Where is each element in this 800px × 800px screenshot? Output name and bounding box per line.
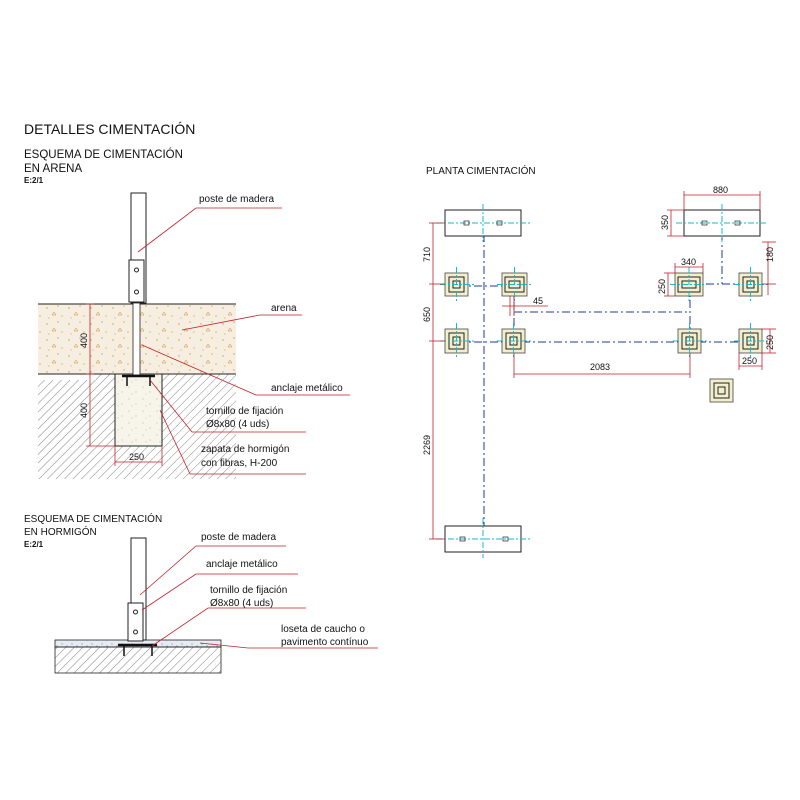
bolt-hole-icon bbox=[134, 267, 139, 273]
detail-concrete: ESQUEMA DE CIMENTACIÓN EN HORMIGÓN E:2/1… bbox=[24, 512, 378, 674]
bolt-hole-icon bbox=[133, 609, 138, 615]
footing-square bbox=[673, 323, 707, 359]
dim-250-right: 250 bbox=[765, 335, 775, 350]
label-footing-line2: con fibras, H-200 bbox=[201, 458, 278, 469]
plan-title: PLANTA CIMENTACIÓN bbox=[426, 164, 536, 177]
footing-square bbox=[497, 267, 532, 302]
label-screw-line2: Ø8x80 (4 uds) bbox=[206, 419, 269, 430]
label-screw-line1: tornillo de fijación bbox=[206, 406, 283, 417]
anchor-plate bbox=[128, 259, 145, 303]
dim-2083: 2083 bbox=[590, 362, 610, 372]
label-screw-concrete-line1: tornillo de fijación bbox=[210, 585, 287, 596]
detail-sand: ESQUEMA DE CIMENTACIÓN EN ARENA E:2/1 40… bbox=[24, 148, 350, 479]
label-tile-line2: pavimento contínuo bbox=[281, 637, 369, 648]
footing-square bbox=[440, 267, 474, 302]
detail-concrete-title-line2: EN HORMIGÓN bbox=[24, 525, 97, 538]
dim-180: 180 bbox=[765, 247, 775, 262]
footing-square bbox=[670, 267, 708, 302]
detail-concrete-scale: E:2/1 bbox=[24, 540, 44, 549]
dim-250-left: 250 bbox=[657, 279, 667, 294]
label-sand: arena bbox=[271, 303, 297, 314]
concrete-slab-hatch bbox=[54, 646, 222, 674]
bolt-hole-icon bbox=[134, 289, 139, 295]
label-footing-line1: zapata de hormigón bbox=[201, 444, 289, 455]
footing-square bbox=[440, 323, 474, 359]
detail-sand-title-line2: EN ARENA bbox=[24, 163, 82, 175]
anchor-rod bbox=[132, 302, 141, 376]
label-post-concrete: poste de madera bbox=[201, 532, 276, 543]
label-anchor-concrete: anclaje metálico bbox=[206, 559, 278, 570]
label-screw-concrete-line2: Ø8x80 (4 uds) bbox=[210, 598, 273, 609]
footing-square bbox=[734, 267, 768, 302]
dim-650: 650 bbox=[422, 307, 432, 322]
dim-350: 350 bbox=[660, 215, 670, 230]
label-tile-line1: loseta de caucho o bbox=[281, 624, 365, 635]
footing-square bbox=[497, 323, 531, 359]
label-anchor: anclaje metálico bbox=[271, 383, 343, 394]
dim-340: 340 bbox=[681, 257, 696, 267]
footing-square bbox=[709, 378, 734, 403]
dim-710: 710 bbox=[422, 247, 432, 262]
label-post: poste de madera bbox=[199, 194, 274, 205]
dim-footing-width: 250 bbox=[129, 452, 144, 462]
detail-sand-scale: E:2/1 bbox=[24, 176, 44, 185]
page-title: DETALLES CIMENTACIÓN bbox=[24, 121, 195, 137]
detail-concrete-title-line1: ESQUEMA DE CIMENTACIÓN bbox=[24, 512, 162, 525]
footing-square bbox=[734, 323, 768, 359]
dim-880: 880 bbox=[713, 185, 728, 195]
dim-250-bottom: 250 bbox=[742, 356, 757, 366]
dim-sand-depth: 400 bbox=[79, 333, 89, 348]
detail-sand-title-line1: ESQUEMA DE CIMENTACIÓN bbox=[24, 148, 183, 161]
anchor-plate bbox=[127, 602, 144, 642]
foundation-plan: PLANTA CIMENTACIÓN bbox=[422, 164, 776, 558]
bolt-hole-icon bbox=[133, 629, 138, 635]
dim-2269: 2269 bbox=[422, 435, 432, 455]
dim-45: 45 bbox=[533, 296, 543, 306]
concrete-footing bbox=[114, 373, 163, 447]
dim-footing-depth: 400 bbox=[79, 403, 89, 418]
